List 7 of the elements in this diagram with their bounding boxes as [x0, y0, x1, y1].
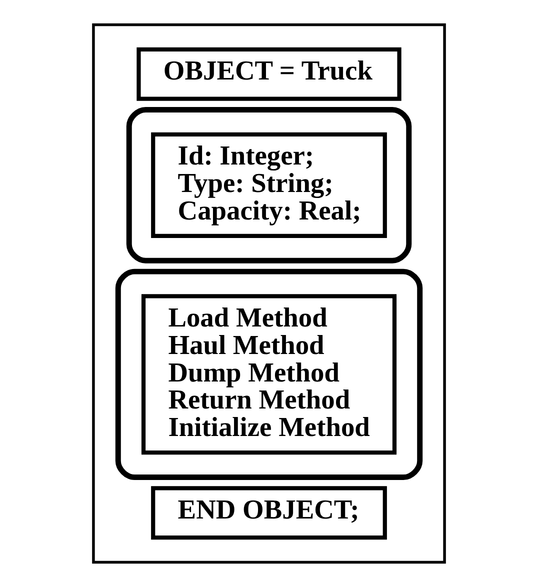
node-box: Id: Integer; Type: String; Capacity: Real;	[151, 132, 387, 238]
node-box: OBJECT = Truck	[136, 47, 402, 101]
cluster	[115, 268, 423, 480]
cluster	[92, 23, 446, 564]
node-box: Load Method Haul Method Dump Method Return Method Initialize Method	[141, 294, 397, 455]
cluster	[126, 106, 412, 264]
node-box: END OBJECT;	[151, 486, 387, 540]
